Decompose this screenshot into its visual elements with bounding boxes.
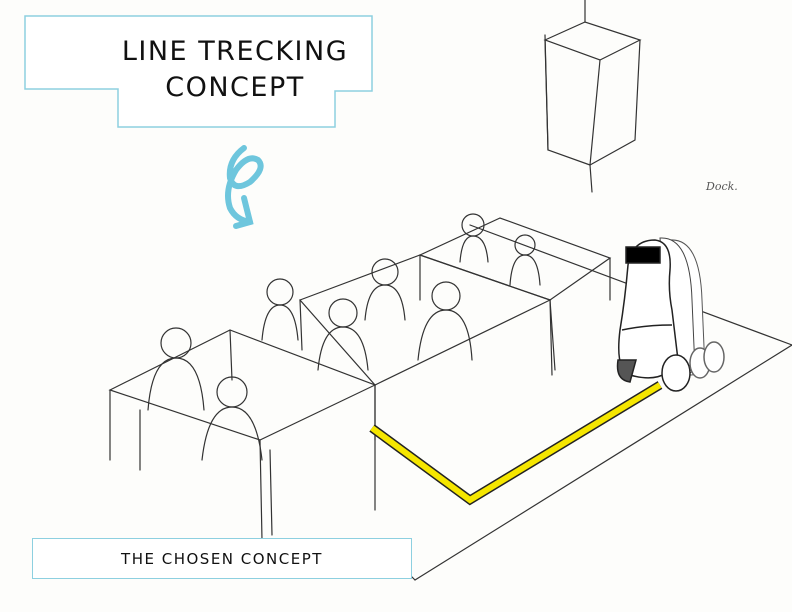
- robot-sketch: [616, 237, 725, 392]
- curly-arrow-icon: [225, 145, 264, 229]
- middle-table: [298, 254, 553, 441]
- title-line-2: CONCEPT: [165, 72, 305, 103]
- title-frame: [24, 15, 373, 128]
- front-table: [108, 329, 377, 541]
- page-title: LINE TRECKING CONCEPT: [85, 34, 385, 106]
- caption-text: THE CHOSEN CONCEPT: [121, 549, 323, 568]
- back-table: [418, 217, 612, 371]
- line-track-path: [369, 381, 663, 506]
- dock-station-sketch: [543, 0, 642, 193]
- people-sketches: [147, 213, 541, 461]
- caption-box: THE CHOSEN CONCEPT: [32, 538, 412, 579]
- floor-platform: [374, 224, 792, 581]
- title-line-1: LINE TRECKING: [121, 36, 349, 67]
- title-box: LINE TRECKING CONCEPT: [25, 16, 373, 128]
- dock-label: Dock.: [706, 180, 738, 193]
